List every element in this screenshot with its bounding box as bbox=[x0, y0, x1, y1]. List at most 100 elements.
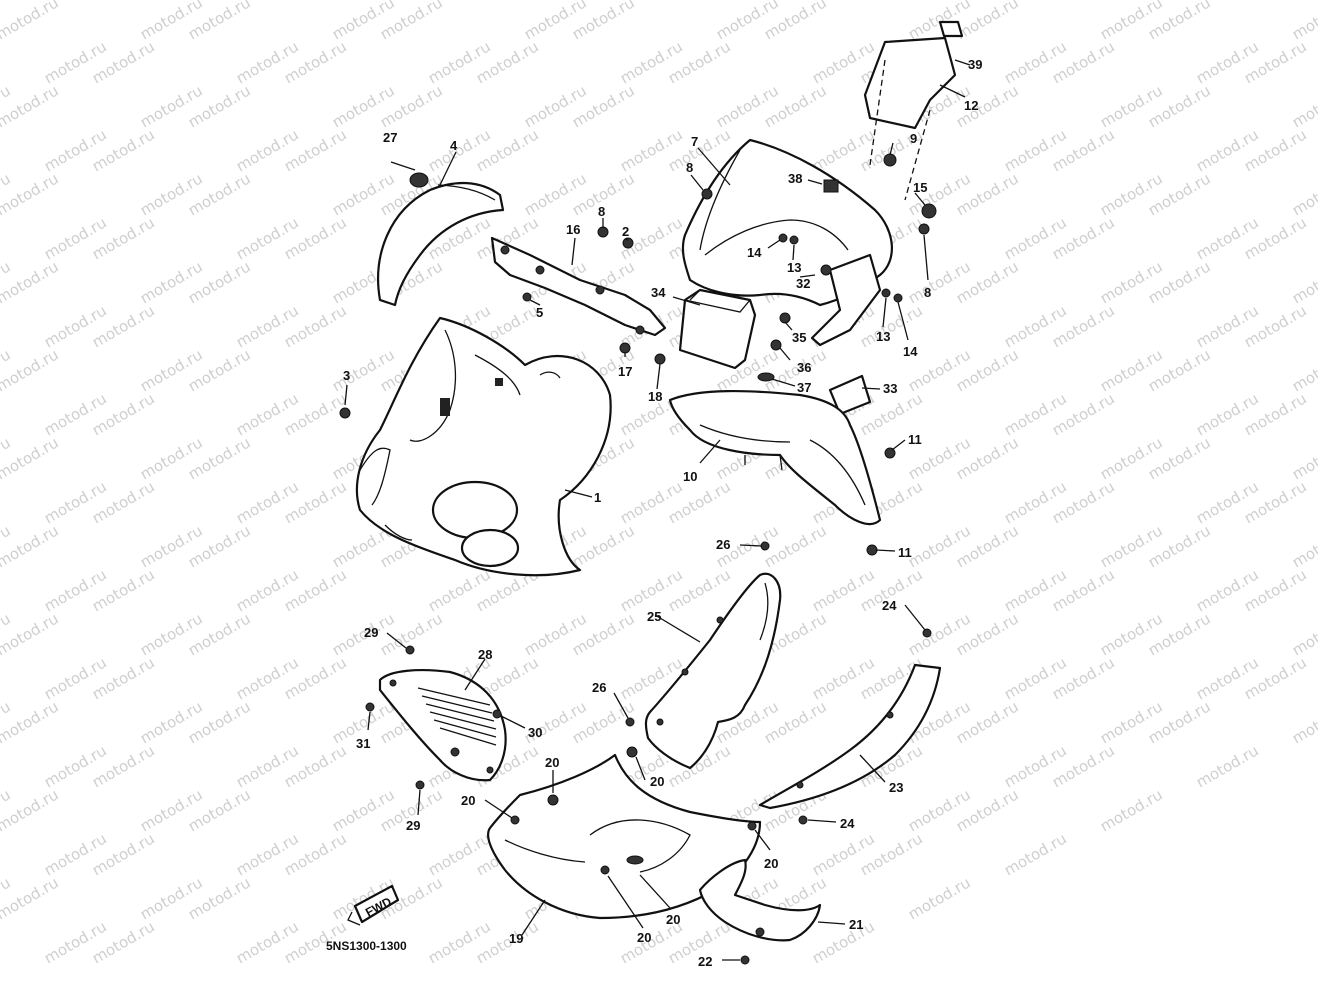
watermark-text: motod.ru bbox=[0, 345, 62, 395]
callout-20-f: 20 bbox=[637, 930, 651, 945]
callout-38: 38 bbox=[788, 171, 802, 186]
callout-39: 39 bbox=[968, 57, 982, 72]
diagram-code: 5NS1300-1300 bbox=[326, 939, 407, 953]
part-sheet-33 bbox=[828, 374, 872, 416]
watermark-text: motod.ru bbox=[0, 873, 62, 923]
callout-11-upper: 11 bbox=[908, 432, 922, 447]
callout-19: 19 bbox=[509, 931, 523, 946]
callout-24-lower: 24 bbox=[840, 816, 855, 831]
leader-lines bbox=[344, 59, 971, 961]
part-side-panel-25 bbox=[644, 572, 782, 770]
callout-30: 30 bbox=[528, 725, 542, 740]
watermark-text: motod.ru bbox=[0, 257, 62, 307]
nut-18 bbox=[654, 353, 666, 365]
bolt-11b bbox=[866, 544, 878, 556]
part-stay-bracket-16 bbox=[490, 236, 667, 337]
callout-26-upper: 26 bbox=[716, 537, 730, 552]
callout-20-d: 20 bbox=[764, 856, 778, 871]
callout-17: 17 bbox=[618, 364, 632, 379]
screw-26a bbox=[760, 541, 770, 551]
watermark-text: motod.ru bbox=[1289, 521, 1318, 571]
part-box-34 bbox=[678, 288, 757, 370]
callout-32: 32 bbox=[796, 276, 810, 291]
washer-14 bbox=[778, 233, 788, 243]
nut-9 bbox=[883, 153, 897, 167]
clip-37 bbox=[757, 372, 775, 382]
watermark-text: motod.ru bbox=[0, 609, 62, 659]
callout-24-upper: 24 bbox=[882, 598, 897, 613]
grommet-27 bbox=[409, 172, 429, 188]
callout-16: 16 bbox=[566, 222, 580, 237]
callout-20-a: 20 bbox=[545, 755, 559, 770]
callout-11-lower: 11 bbox=[898, 545, 912, 560]
callout-5: 5 bbox=[536, 305, 543, 320]
bolt-3 bbox=[339, 407, 351, 419]
callout-14-left: 14 bbox=[747, 245, 762, 260]
callout-12: 12 bbox=[964, 98, 978, 113]
watermark-text: motod.ru bbox=[809, 917, 878, 967]
callout-29-lower: 29 bbox=[406, 818, 420, 833]
watermark-text: motod.ru bbox=[1289, 81, 1318, 131]
callout-1: 1 bbox=[594, 490, 601, 505]
callout-8-right: 8 bbox=[924, 285, 931, 300]
watermark-text: motod.ru bbox=[0, 521, 62, 571]
callout-22: 22 bbox=[698, 954, 712, 969]
part-inner-panel bbox=[681, 138, 893, 347]
callout-labels: 39 12 27 4 7 9 8 38 15 8 16 2 14 13 8 5 … bbox=[343, 57, 982, 969]
callout-7: 7 bbox=[691, 134, 698, 149]
callout-20-b: 20 bbox=[650, 774, 664, 789]
fasteners bbox=[339, 153, 937, 965]
callout-20-c: 20 bbox=[461, 793, 475, 808]
bolt-8-right bbox=[918, 223, 930, 235]
screw-36 bbox=[770, 339, 782, 351]
part-small-cover-21 bbox=[698, 858, 822, 942]
nut-20a bbox=[547, 794, 559, 806]
bolt-2 bbox=[622, 237, 634, 249]
watermark-text: motod.ru bbox=[1097, 785, 1166, 835]
callout-18: 18 bbox=[648, 389, 662, 404]
watermark-text: motod.ru bbox=[0, 169, 62, 219]
callout-27: 27 bbox=[383, 130, 397, 145]
callout-13-right: 13 bbox=[876, 329, 890, 344]
part-front-fender bbox=[377, 172, 505, 307]
callout-21: 21 bbox=[849, 917, 863, 932]
bolt-8-top bbox=[701, 188, 713, 200]
watermark-text: motod.ru bbox=[0, 0, 62, 43]
bolt-11a bbox=[884, 447, 896, 459]
watermark-text: motod.ru bbox=[0, 785, 62, 835]
screw-22 bbox=[740, 955, 750, 965]
watermark-text: motod.ru bbox=[1289, 0, 1318, 43]
screw-31 bbox=[365, 702, 375, 712]
callout-36: 36 bbox=[797, 360, 811, 375]
watermark-text: motod.ru bbox=[0, 697, 62, 747]
part-grille-cover-28 bbox=[378, 668, 507, 782]
watermark-text: motod.ru bbox=[1289, 697, 1318, 747]
watermark-text: motod.ru bbox=[0, 81, 62, 131]
washer-14b bbox=[893, 293, 903, 303]
clip-5 bbox=[522, 292, 532, 302]
callout-14-right: 14 bbox=[903, 344, 918, 359]
clip-35 bbox=[779, 312, 791, 324]
collar-13 bbox=[789, 235, 799, 245]
screw-24b bbox=[798, 815, 808, 825]
callout-34: 34 bbox=[651, 285, 666, 300]
part-cover-12 bbox=[863, 20, 964, 201]
callout-23: 23 bbox=[889, 780, 903, 795]
callout-31: 31 bbox=[356, 736, 370, 751]
callout-20-e: 20 bbox=[666, 912, 680, 927]
callout-4: 4 bbox=[450, 138, 458, 153]
screw-26b bbox=[625, 717, 635, 727]
callout-2: 2 bbox=[622, 224, 629, 239]
callout-15: 15 bbox=[913, 180, 927, 195]
watermark-text: motod.ru bbox=[1289, 169, 1318, 219]
callout-26-lower: 26 bbox=[592, 680, 606, 695]
bolt-8 bbox=[597, 226, 609, 238]
screw-29a bbox=[405, 645, 415, 655]
callout-25: 25 bbox=[647, 609, 661, 624]
callout-35: 35 bbox=[792, 330, 806, 345]
watermark-text: motod.ru bbox=[905, 873, 974, 923]
nut-17 bbox=[619, 342, 631, 354]
washer-30 bbox=[492, 709, 502, 719]
watermark-text: motod.ru bbox=[1289, 433, 1318, 483]
